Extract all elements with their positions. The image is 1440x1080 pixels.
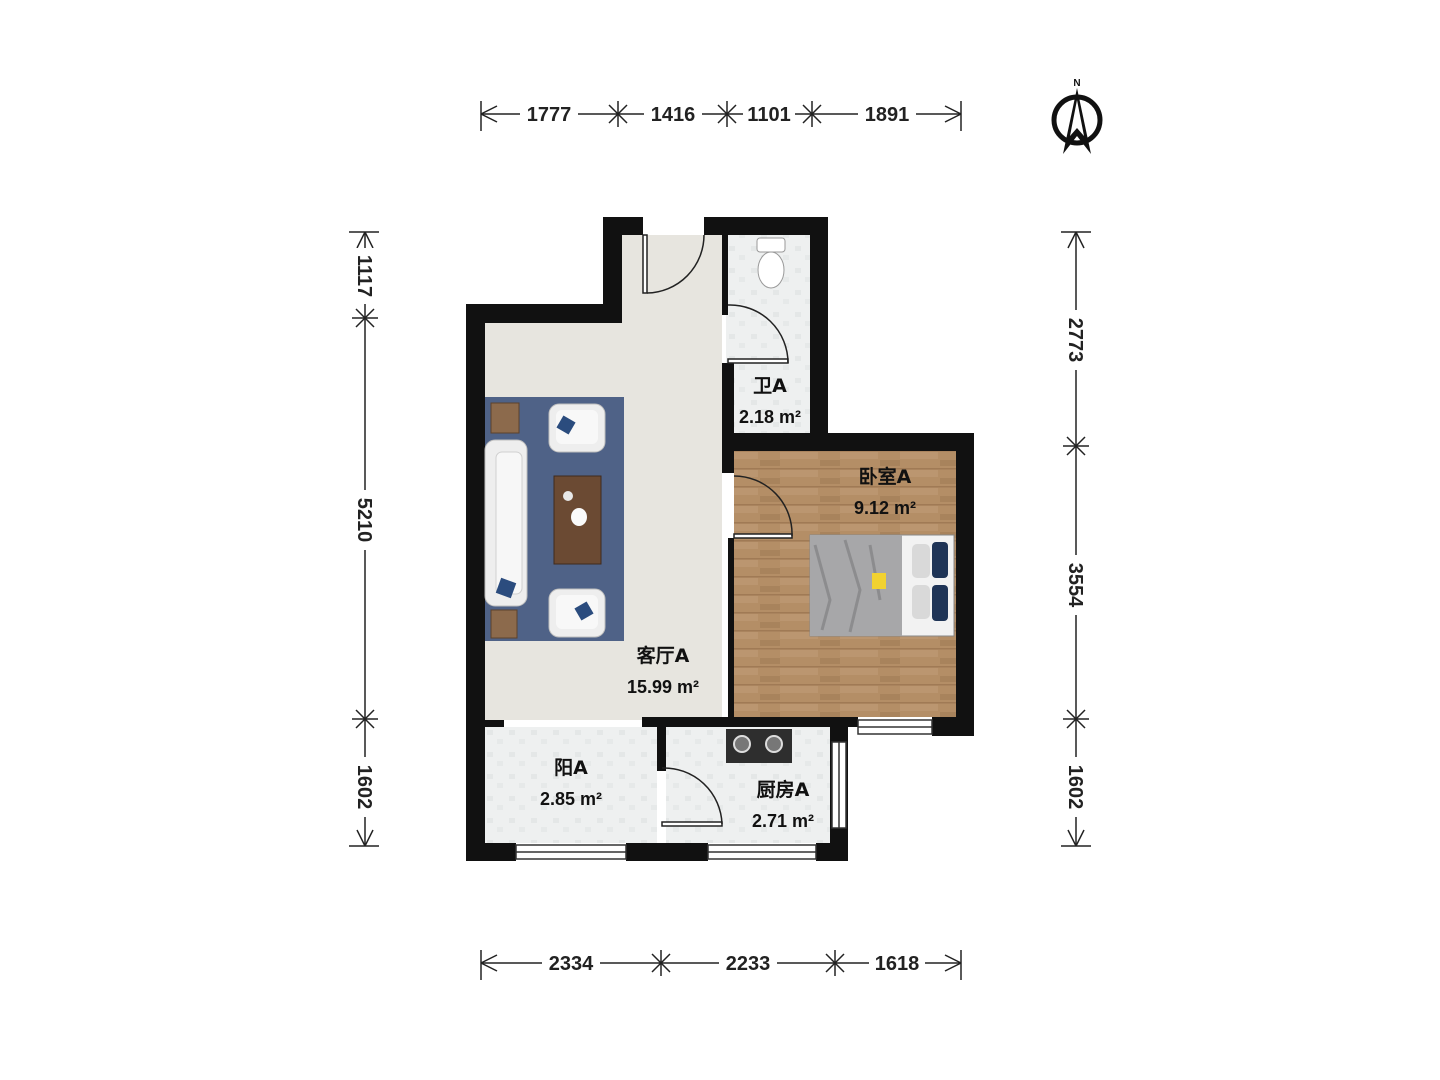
pillow-2 [912, 585, 930, 619]
bedroom-door [733, 475, 793, 539]
dim-bottom-1: 2334 [549, 953, 594, 975]
windows [515, 719, 933, 860]
doors [642, 234, 793, 827]
room-labels: 客厅A 15.99 m² 卫A 2.18 m² 卧室A 9.12 m² 阳A 2… [540, 375, 916, 831]
dim-right-2: 3554 [1064, 563, 1086, 608]
cushion-armchair-top [556, 415, 576, 435]
dim-top-3: 1101 [747, 104, 790, 126]
wall-bath-east [810, 217, 828, 439]
side-table-bottom [490, 609, 518, 639]
side-table-top [490, 402, 520, 434]
dim-right-3: 1602 [1064, 765, 1086, 810]
dimension-top-labels: 1777 1416 1101 1891 [520, 100, 916, 126]
wall-balcony-kitchen [657, 717, 666, 771]
dim-top-4: 1891 [865, 104, 910, 126]
cushion-armchair-bottom [574, 601, 594, 621]
furniture [484, 237, 955, 763]
bathroom-door [727, 304, 789, 364]
dim-left-1: 1117 [353, 255, 375, 297]
room-kitchen-name: 厨房A [757, 778, 810, 801]
walls [466, 217, 974, 861]
dim-bottom-2: 2233 [726, 953, 771, 975]
entry-door [642, 234, 705, 294]
dimension-right-labels: 2773 3554 1602 [1063, 310, 1089, 817]
room-living-name: 客厅A [637, 644, 690, 667]
compass-north-icon: N [1051, 78, 1103, 154]
room-bath-area: 2.18 m² [739, 407, 801, 427]
stove [726, 729, 792, 763]
pillow-3 [932, 542, 948, 578]
wall-partition-1 [722, 235, 728, 315]
room-bedroom-area: 9.12 m² [854, 498, 916, 518]
room-living-area: 15.99 m² [627, 677, 699, 697]
dimension-bottom-labels: 2334 2233 1618 [542, 949, 925, 975]
toilet [756, 237, 786, 289]
wall-bottom-1 [466, 843, 516, 861]
wall-bottom-3 [816, 843, 848, 861]
wall-partition-3 [728, 538, 734, 720]
wall-entry-top-left [603, 217, 643, 235]
compass-label: N [1073, 78, 1080, 89]
wall-bedroom-top [722, 433, 974, 451]
wall-bedroom-east [956, 433, 974, 736]
wall-bottom-2 [626, 843, 708, 861]
bed [809, 534, 955, 637]
kitchen-door [661, 767, 723, 827]
pillow-1 [912, 544, 930, 578]
wall-bath-top [704, 217, 828, 235]
pillow-4 [932, 585, 948, 621]
wall-entry-left [603, 217, 622, 323]
room-balcony-name: 阳A [554, 757, 588, 779]
wall-living-top [466, 304, 622, 323]
balcony-floor [485, 727, 657, 843]
wall-living-bottom-left [466, 720, 504, 727]
room-bedroom-name: 卧室A [859, 465, 912, 488]
dim-top-2: 1416 [651, 104, 696, 126]
dim-bottom-3: 1618 [875, 953, 920, 975]
dim-right-1: 2773 [1064, 318, 1086, 363]
book [872, 573, 886, 589]
dim-top-1: 1777 [527, 104, 572, 126]
room-kitchen-area: 2.71 m² [752, 811, 814, 831]
wall-west [466, 304, 485, 861]
wall-bedroom-bottom-1 [728, 717, 858, 727]
wall-bedroom-bottom-2 [932, 717, 974, 736]
dim-left-2: 5210 [353, 498, 375, 543]
cushion-sofa [495, 577, 517, 599]
room-bath-name: 卫A [753, 375, 787, 397]
wall-partition-2 [722, 363, 734, 473]
wall-living-bottom-right [642, 717, 734, 727]
dim-left-3: 1602 [353, 765, 375, 810]
room-balcony-area: 2.85 m² [540, 789, 602, 809]
dimension-left-labels: 1117 5210 1602 [352, 248, 378, 817]
